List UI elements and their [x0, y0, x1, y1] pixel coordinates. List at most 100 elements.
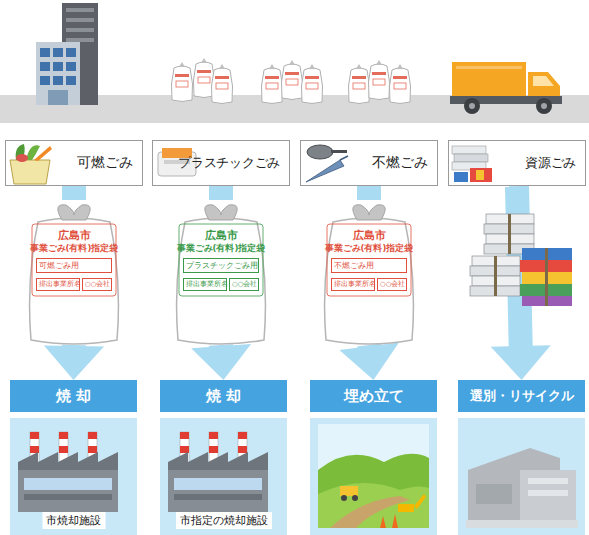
bag-print: 事業ごみ(有料)指定袋	[319, 243, 419, 255]
arrow-head	[339, 342, 399, 380]
newspaper	[470, 266, 520, 276]
wheel	[341, 495, 347, 501]
tower-window	[66, 8, 94, 12]
newspaper	[454, 154, 488, 162]
burnable-icon	[10, 144, 52, 184]
flow-arrow	[191, 344, 251, 380]
umbrella	[306, 160, 344, 182]
newspaper	[486, 214, 534, 224]
flow-arrow	[369, 186, 370, 200]
arrow-head	[491, 345, 551, 380]
umbrella-handle	[340, 156, 348, 160]
bag-print: 排出事業所名	[183, 278, 227, 291]
wheel-hub	[469, 103, 475, 109]
category-box: 資源ごみ	[448, 140, 586, 186]
newspaper	[484, 244, 534, 254]
building-window	[40, 76, 50, 85]
wheel	[352, 495, 358, 501]
designated-bag: 広島市事業ごみ(有料)指定袋プラスチックごみ用排出事業所名○○会社	[171, 200, 271, 345]
string	[494, 256, 497, 296]
tower-window	[66, 38, 94, 42]
hill	[318, 483, 429, 528]
building-window	[53, 48, 63, 57]
destination-box: 選別・リサイクル	[458, 380, 585, 535]
paper-bundles	[470, 214, 572, 306]
mini-bag	[368, 60, 389, 100]
bag-knot	[58, 205, 90, 220]
building-window	[66, 48, 76, 57]
destination-panel	[310, 418, 437, 535]
category-label: 可燃ごみ	[77, 154, 133, 172]
excavator-arm	[414, 494, 426, 509]
flow-arrow	[339, 342, 399, 380]
incinerator	[168, 432, 268, 512]
bag-knot	[353, 205, 385, 220]
facility-ground	[466, 520, 578, 528]
bag-print: ○○会社	[229, 278, 259, 291]
destination-heading: 埋め立て	[310, 380, 437, 412]
mini-bag	[211, 64, 232, 104]
newspaper	[484, 224, 534, 234]
designated-bag: 広島市事業ごみ(有料)指定袋可燃ごみ用排出事業所名○○会社	[24, 200, 124, 345]
bag-print: 不燃ごみ用	[331, 258, 407, 273]
bag-print: 事業ごみ(有料)指定袋	[171, 243, 271, 255]
wheel-hub	[541, 103, 547, 109]
magazine	[522, 248, 572, 260]
magazine	[522, 296, 572, 306]
excavator	[398, 504, 414, 512]
basket	[10, 160, 50, 184]
bag-knot	[205, 205, 237, 220]
flow-arrow	[221, 186, 222, 200]
tower-window	[66, 28, 94, 32]
hill	[318, 454, 429, 528]
category-box: 可燃ごみ	[5, 140, 143, 186]
mini-bag	[348, 64, 369, 104]
vegetable	[16, 154, 28, 162]
destination-box: 埋め立て	[310, 380, 437, 535]
facility-window	[528, 478, 568, 484]
building-window	[53, 62, 63, 71]
resource-icon	[452, 146, 492, 182]
facility-block	[520, 470, 576, 520]
bag-print: ○○会社	[377, 278, 407, 291]
destination-panel	[10, 418, 137, 535]
building-window	[53, 76, 63, 85]
flow-arrow	[74, 186, 75, 200]
mini-bag	[281, 60, 302, 100]
bag-print: プラスチックごみ用	[183, 258, 259, 273]
magazine	[520, 260, 572, 272]
newspaper	[452, 146, 486, 154]
arrow-shaft	[209, 186, 233, 200]
destination-panel	[458, 418, 585, 535]
magazine	[470, 168, 492, 182]
string	[545, 248, 548, 306]
destination-heading: 焼 却	[160, 380, 287, 412]
arrow-shaft	[517, 186, 521, 347]
building-window	[40, 62, 50, 71]
truck-window	[533, 76, 554, 86]
category-label: プラスチックごみ	[178, 154, 280, 172]
arrow-shaft	[357, 186, 381, 200]
facility-door	[476, 484, 512, 504]
destination-heading: 焼 却	[10, 380, 137, 412]
newspaper	[470, 286, 520, 296]
magazine	[454, 172, 468, 182]
bag-print: 事業ごみ(有料)指定袋	[24, 243, 124, 255]
front-building	[36, 42, 80, 105]
destination-heading: 選別・リサイクル	[458, 380, 585, 412]
truck-wheel	[464, 98, 480, 114]
category-box: プラスチックごみ	[152, 140, 290, 186]
recycling-facility	[466, 448, 578, 528]
bag-print: ○○会社	[82, 278, 112, 291]
flow-arrow	[491, 186, 551, 380]
mini-bag	[301, 64, 322, 104]
bag-print: 広島市	[171, 228, 271, 243]
destination-panel	[160, 418, 287, 535]
flow-arrow	[44, 345, 104, 380]
sky	[318, 424, 429, 528]
traffic-cone	[380, 516, 386, 528]
newspaper	[486, 234, 534, 244]
string	[508, 214, 511, 254]
incinerator	[18, 432, 118, 512]
designated-bag: 広島市事業ごみ(有料)指定袋不燃ごみ用排出事業所名○○会社	[319, 200, 419, 345]
